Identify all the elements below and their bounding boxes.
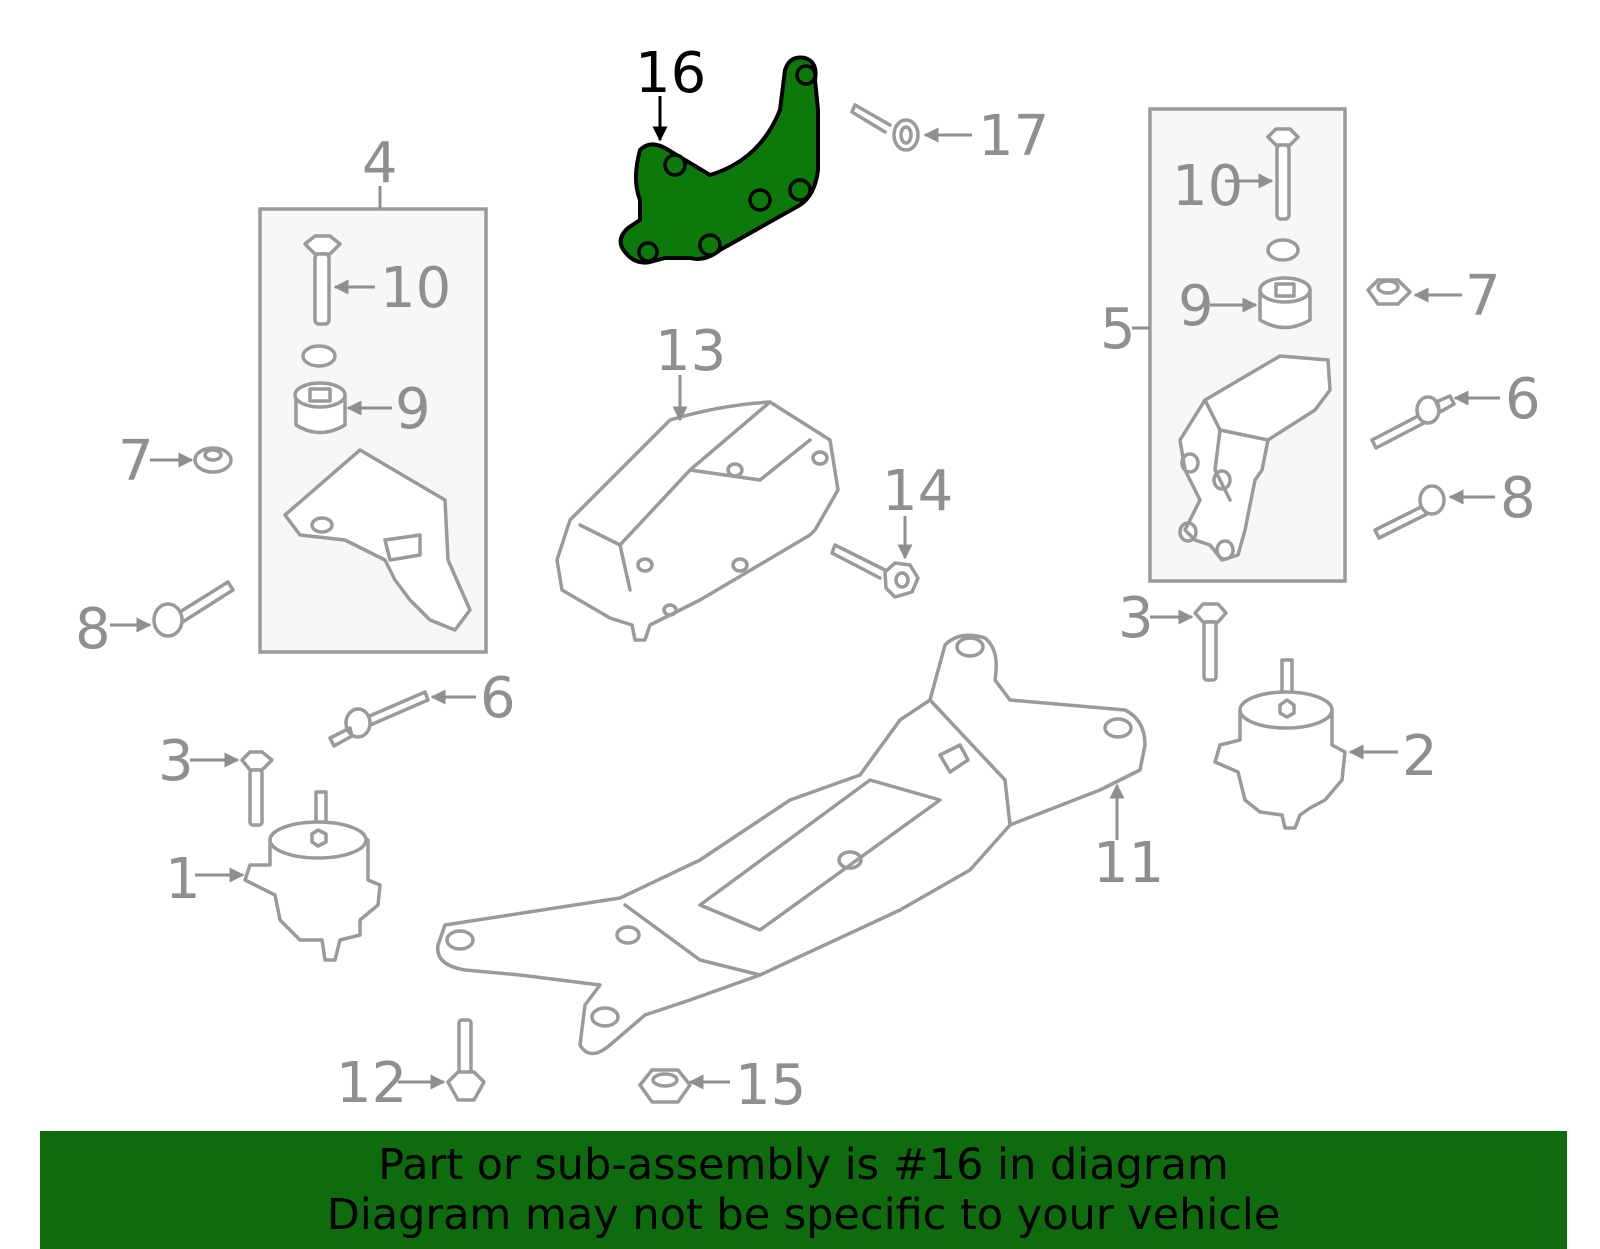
banner-line-2: Diagram may not be specific to your vehi…	[326, 1190, 1281, 1240]
part-1-mount-left[interactable]	[243, 790, 382, 962]
callout-8-left: 8	[75, 597, 111, 662]
callout-3-left: 3	[158, 729, 194, 794]
part-15-nut[interactable]	[638, 1068, 692, 1104]
part-11-crossmember[interactable]	[436, 633, 1147, 1056]
part-9-bushing-right[interactable]	[1258, 276, 1312, 330]
part-3-bolt-right[interactable]	[1193, 602, 1228, 682]
part-13-mount-housing[interactable]	[555, 400, 840, 642]
part-6-bolt-right[interactable]	[1370, 394, 1456, 450]
callout-7-right: 7	[1465, 264, 1501, 329]
part-2-mount-right[interactable]	[1213, 658, 1347, 830]
callout-10-left: 10	[380, 256, 451, 321]
part-5-bracket-right[interactable]	[1178, 354, 1332, 562]
callout-2: 2	[1402, 724, 1438, 789]
part-7-nut-right[interactable]	[1366, 278, 1412, 306]
callout-1: 1	[165, 847, 201, 912]
callout-8-right: 8	[1500, 466, 1536, 531]
part-12-bolt[interactable]	[446, 1018, 486, 1102]
info-banner: Part or sub-assembly is #16 in diagram D…	[40, 1131, 1567, 1249]
part-14-bolt[interactable]	[830, 543, 920, 599]
callout-16: 16	[635, 41, 706, 106]
callout-10-right: 10	[1172, 154, 1243, 219]
washer-right[interactable]	[1266, 238, 1300, 262]
part-4-bracket-left[interactable]	[283, 448, 472, 632]
callout-4: 4	[362, 131, 398, 196]
part-8-bolt-right[interactable]	[1373, 484, 1446, 540]
callout-9-right: 9	[1178, 274, 1214, 339]
banner-line-1: Part or sub-assembly is #16 in diagram	[378, 1140, 1229, 1190]
callout-6-left: 6	[480, 666, 516, 731]
part-16-bracket[interactable]	[618, 55, 820, 265]
callout-14: 14	[882, 459, 953, 524]
callout-7-left: 7	[118, 429, 154, 494]
washer-left[interactable]	[301, 344, 337, 368]
callout-12: 12	[336, 1051, 407, 1116]
part-10-bolt-left[interactable]	[303, 234, 342, 326]
callout-6-right: 6	[1505, 367, 1541, 432]
part-10-bolt-right[interactable]	[1266, 127, 1300, 221]
part-9-bushing-left[interactable]	[293, 381, 347, 435]
part-6-bolt-left[interactable]	[328, 690, 430, 748]
callout-5: 5	[1100, 297, 1136, 362]
part-8-bolt-left[interactable]	[152, 580, 235, 638]
part-7-nut-left[interactable]	[193, 446, 233, 474]
callout-17: 17	[978, 104, 1049, 169]
part-17-bolt[interactable]	[850, 103, 920, 152]
part-3-bolt-left[interactable]	[240, 750, 274, 827]
callout-11: 11	[1093, 831, 1164, 896]
callout-15: 15	[735, 1053, 806, 1118]
callout-9-left: 9	[395, 377, 431, 442]
callout-3-right: 3	[1118, 586, 1154, 651]
callout-13: 13	[655, 319, 726, 384]
